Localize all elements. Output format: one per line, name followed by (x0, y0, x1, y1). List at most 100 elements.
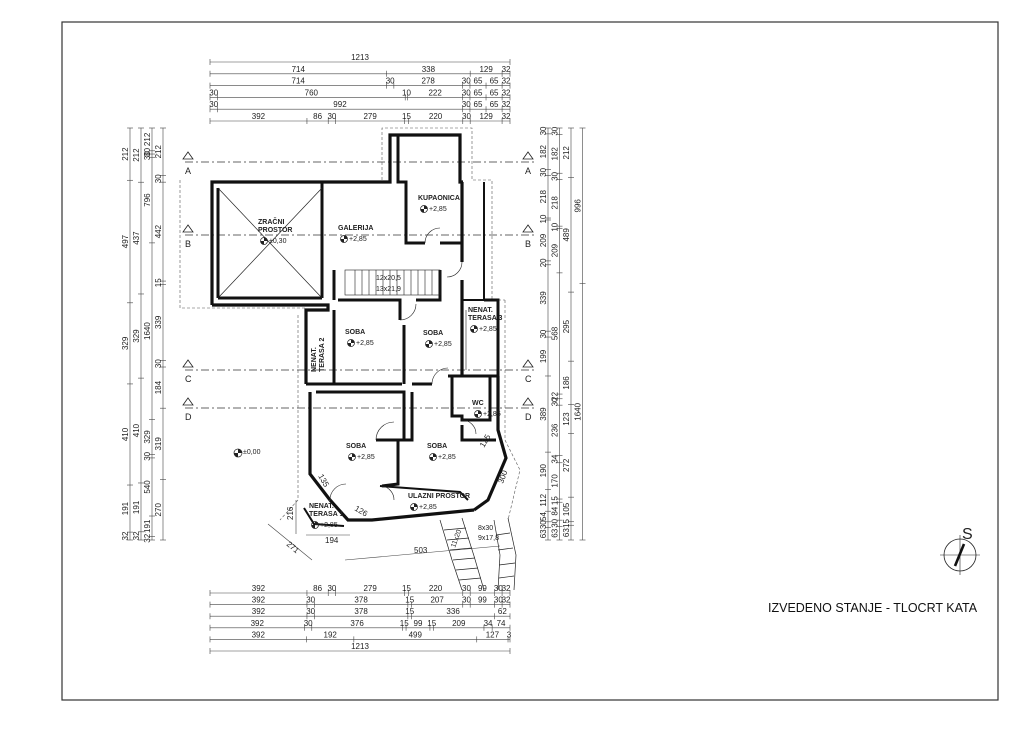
level-marker-fill (347, 339, 355, 347)
dim-right-c0-r12: 112 (539, 493, 548, 506)
room-name-2: TERASA 1 (309, 511, 343, 518)
dim-right-c1-r15: 63 (551, 528, 560, 537)
dim-left-c1-r3: 410 (132, 423, 141, 437)
dim-bottom-r1-c2: 378 (354, 596, 368, 605)
dim-left-c2-r0: 212 (143, 132, 152, 146)
stair-label-main-2: 13x21,9 (376, 286, 401, 293)
dim-bottom-r3-c6: 209 (452, 619, 466, 628)
room-name-2: TERASA 3 (468, 315, 502, 322)
dim-right-c1-r9: 236 (551, 423, 560, 437)
void-cross (217, 187, 323, 299)
dim-left-c2-r5: 329 (143, 430, 152, 444)
dim-right-c0-r5: 209 (539, 233, 548, 247)
dim-bottom-r1-c1: 30 (306, 596, 315, 605)
dim-right-c2-r5: 272 (562, 458, 571, 472)
dim-right-c1-r6: 568 (551, 326, 560, 340)
dim-right-c2-r2: 295 (562, 319, 571, 333)
room-level: +2,85 (419, 504, 437, 511)
room-name: NENAT. (468, 307, 493, 314)
dim-bottom-r0-c1: 86 (313, 584, 322, 593)
dim-left-c3-r5: 30 (154, 359, 163, 368)
dim-left-c2-r4: 1640 (143, 322, 152, 340)
section-label-c: C (525, 374, 532, 384)
section-arrow-icon (522, 224, 534, 233)
dim-top-r5-c6: 30 (462, 112, 471, 121)
dim-bottom-r1-c8: 32 (502, 596, 511, 605)
dim-right-c2-r1: 489 (562, 228, 571, 242)
room-1: GALERIJA+2,85 (338, 225, 373, 243)
dim-271: 271 (285, 540, 301, 556)
section-label-d: D (185, 412, 192, 422)
dim-bottom-r3-c2: 376 (350, 619, 364, 628)
room-level: ±0,30 (269, 238, 287, 245)
dim-left-c2-r3: 796 (143, 193, 152, 207)
dim-top-r5-c4: 15 (402, 112, 411, 121)
dim-bottom-r1-c3: 15 (405, 596, 414, 605)
dim-right-c0-r1: 182 (539, 144, 548, 158)
section-label-b: B (525, 239, 531, 249)
dim-right-c3-r0: 996 (574, 199, 583, 213)
level-marker-fill (260, 237, 268, 245)
dim-top-r1-c3: 32 (502, 65, 511, 74)
dim-left-c2-r8: 191 (143, 519, 152, 533)
section-arrow-icon (182, 397, 194, 406)
dim-right-c0-r6: 20 (539, 258, 548, 267)
dim-bottom-r3-c1: 30 (304, 619, 313, 628)
local-dimensions: 216 271 194 503 135 126 300 125 (267, 432, 510, 561)
dim-top-r5-c1: 86 (313, 112, 322, 121)
dim-left-c3-r3: 15 (154, 278, 163, 287)
dim-top-r5-c8: 32 (502, 112, 511, 121)
room-level: +2,85 (483, 411, 501, 418)
dim-bottom-r4-c4: 3 (507, 630, 512, 639)
dim-left-c3-r1: 30 (154, 174, 163, 183)
dim-top-r4-c3: 65 (474, 100, 483, 109)
room-level: +2,85 (320, 522, 338, 529)
dim-top-r5-c7: 129 (479, 112, 493, 121)
dim-bottom-r2-c3: 15 (405, 607, 414, 616)
room-name: NENAT. (309, 503, 334, 510)
room-level: +2,85 (434, 341, 452, 348)
dim-left-c1-r0: 212 (132, 148, 141, 162)
room-name: SOBA (427, 443, 447, 450)
section-arrow-icon (522, 151, 534, 160)
dim-top-r4-c1: 992 (333, 100, 347, 109)
dim-top-r2-c1: 30 (386, 77, 395, 86)
dim-bottom-r2-c5: 62 (498, 607, 507, 616)
room-11: NENAT.TERASA 1 +2,85 (309, 503, 343, 529)
dim-left-c2-r2: 30 (143, 151, 152, 160)
dim-top-r4-c2: 30 (462, 100, 471, 109)
dim-left-c0-r1: 497 (121, 234, 130, 248)
dim-right-c2-r4: 123 (562, 412, 571, 426)
room-2: KUPAONICA+2,85 (418, 195, 460, 213)
stair-label-main-1: 12x20,5 (376, 275, 401, 282)
dim-top-r1-c0: 714 (292, 65, 306, 74)
dim-top-r3-c6: 65 (490, 88, 499, 97)
dim-bottom-r0-c9: 32 (502, 584, 511, 593)
room-name: NENAT. (311, 347, 318, 372)
dim-bottom-r0-c6: 30 (462, 584, 471, 593)
dim-bottom-r0-c5: 220 (429, 584, 443, 593)
dim-top-r5-c3: 279 (363, 112, 377, 121)
dim-left-c1-r2: 329 (132, 329, 141, 343)
room-10: ULAZNI PROSTOR +2,85 (408, 493, 470, 511)
dim-right-c0-r11: 190 (539, 463, 548, 477)
dim-bottom-r0-c0: 392 (252, 584, 266, 593)
room-9: SOBA+2,85 (427, 443, 456, 461)
room-name: WC (472, 400, 484, 407)
room-name: ULAZNI PROSTOR (408, 493, 470, 500)
dim-right-c2-r0: 212 (562, 146, 571, 160)
door-swings (329, 227, 477, 501)
dim-left-c3-r8: 270 (154, 503, 163, 517)
dim-right-c1-r3: 218 (551, 196, 560, 210)
dim-top-r0-c0: 1213 (351, 53, 369, 62)
dim-right-c0-r7: 339 (539, 291, 548, 305)
dim-bottom-r1-c4: 207 (430, 596, 444, 605)
dim-bottom-r3-c8: 74 (497, 619, 506, 628)
level-marker-fill (474, 410, 482, 418)
dim-126: 126 (353, 504, 370, 519)
drawing-title: IZVEDENO STANJE - TLOCRT KATA (768, 601, 978, 615)
dim-left-c0-r3: 410 (121, 427, 130, 441)
dim-top-r5-c0: 392 (252, 112, 266, 121)
room-name-2: PROSTOR (258, 227, 293, 234)
